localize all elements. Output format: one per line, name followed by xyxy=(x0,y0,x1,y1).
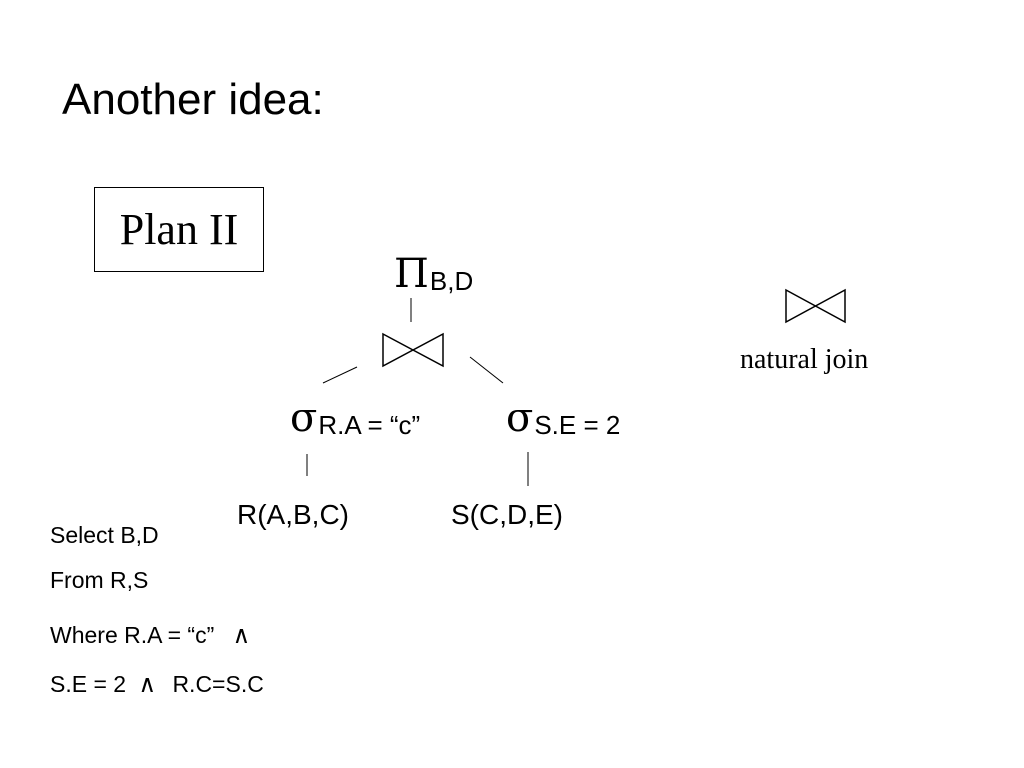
right-selection-node: σ S.E = 2 xyxy=(506,396,620,440)
edge-join-left-selection xyxy=(322,366,358,384)
left-relation: R(A,B,C) xyxy=(237,499,349,530)
right-relation: S(C,D,E) xyxy=(451,499,563,530)
projection-node: Π B,D xyxy=(394,252,473,296)
left-selection-condition: R.A = “c” xyxy=(318,410,421,440)
right-selection-condition: S.E = 2 xyxy=(534,410,621,440)
query-select-line: Select B,D xyxy=(50,522,159,548)
query-from-line: From R,S xyxy=(50,567,149,593)
and-symbol: ∧ xyxy=(138,670,157,698)
slide-title: Another idea: xyxy=(62,75,324,124)
query-where-line: Where R.A = “c” ∧ xyxy=(50,621,250,649)
right-selection-symbol: σ xyxy=(506,395,534,441)
edge-join-right-selection xyxy=(469,356,504,384)
legend-bowtie-icon xyxy=(785,288,846,324)
and-symbol: ∧ xyxy=(232,621,251,649)
query-where-text: Where R.A = “c” xyxy=(50,622,215,648)
left-selection-symbol: σ xyxy=(290,395,318,441)
plan-label-box: Plan II xyxy=(94,187,264,272)
left-selection-node: σ R.A = “c” xyxy=(290,396,420,440)
query-condition-end: R.C=S.C xyxy=(172,671,264,697)
query-condition-start: S.E = 2 xyxy=(50,671,127,697)
plan-label: Plan II xyxy=(119,205,239,254)
projection-attributes: B,D xyxy=(429,266,474,296)
legend-label: natural join xyxy=(740,344,869,375)
join-bowtie-icon xyxy=(382,332,444,368)
query-condition-line: S.E = 2 ∧ R.C=S.C xyxy=(50,670,264,698)
projection-symbol: Π xyxy=(394,251,429,297)
